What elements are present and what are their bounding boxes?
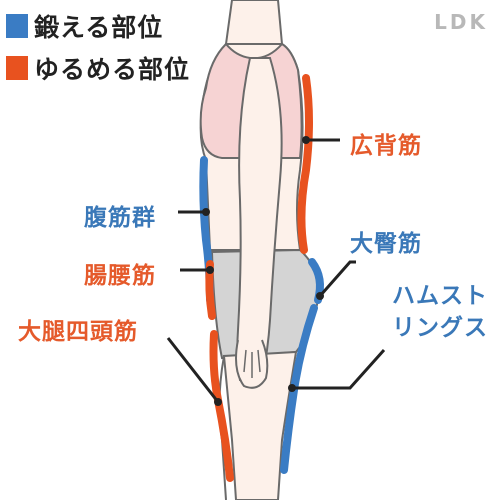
watermark-logo: LDK [434,10,488,34]
label-fukkingun: 腹筋群 [84,205,156,231]
leader-daitaishitoukin [166,337,220,403]
muscle-koubaikin [297,74,313,254]
leader-dot-chouyoukin [206,266,214,274]
legend-swatch-orange [6,56,28,80]
legend-strengthen: 鍛える部位 [6,8,163,44]
leader-dot-hamstrings [288,384,296,392]
finger-lines [243,349,261,378]
label-hamstring-line1: ハムスト [392,283,488,309]
leader-dot-daidenkin [316,292,324,300]
legend-loosen: ゆるめる部位 [6,50,190,86]
legend-swatch-blue [6,14,28,38]
leader-dot-fukkingun [202,208,210,216]
leader-daidenkin [318,260,356,297]
leader-dot-daitaishitoukin [214,398,222,406]
legend-label-loosen: ゆるめる部位 [34,55,191,84]
leg-back [222,350,298,501]
leader-hamstrings [292,348,386,390]
label-hamstring-line2: リングス [392,315,488,341]
legend-label-strengthen: 鍛える部位 [34,13,164,42]
label-daidenkin: 大臀筋 [350,231,422,257]
leader-dot-koubaikin [302,136,310,144]
label-koubaikin: 広背筋 [350,133,422,159]
label-chouyoukin: 腸腰筋 [84,263,156,289]
label-daitaishitoukin: 大腿四頭筋 [18,319,138,345]
